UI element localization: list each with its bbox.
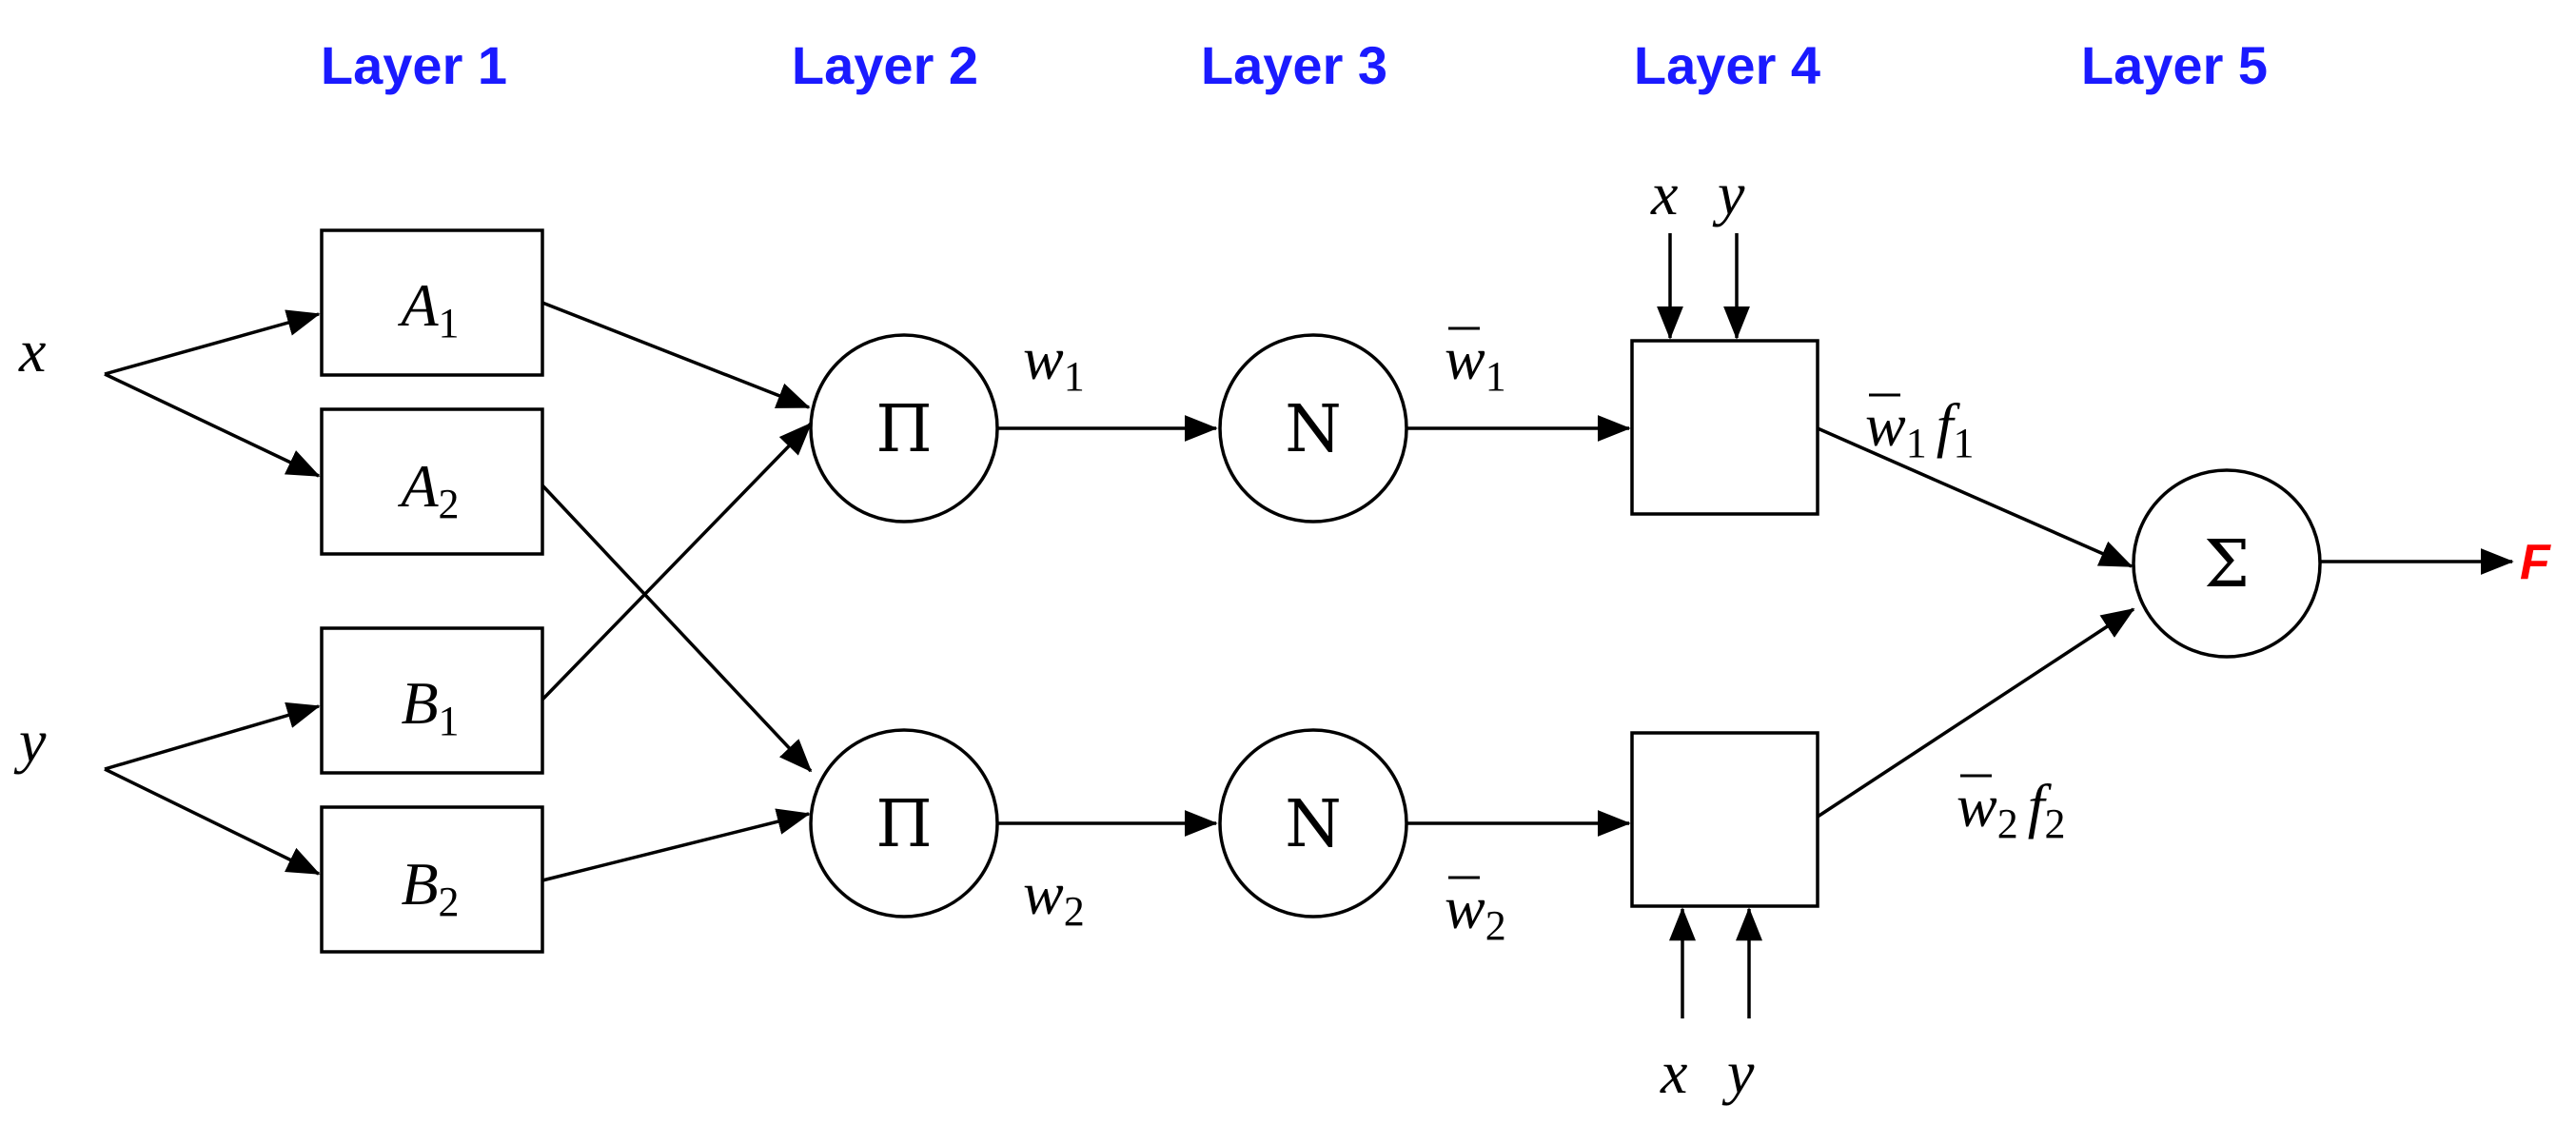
sum-node: Σ [2132, 468, 2322, 659]
membership-a2: A2 [320, 407, 544, 556]
edge-l4bottom-sum [1817, 607, 2135, 819]
membership-a1-base: A [397, 271, 439, 339]
membership-b1-label: B1 [401, 669, 459, 744]
membership-b2-base: B [401, 850, 438, 918]
consequent-top-wsub: 1 [1906, 420, 1927, 466]
weight-w2-label: w2 [1023, 859, 1085, 935]
weight-wbar2-label: w2 [1445, 874, 1506, 949]
layer-1-2-edges [541, 301, 813, 882]
product-node-1: Π [809, 333, 999, 523]
input-x-label: x [18, 317, 46, 385]
membership-b1: B1 [320, 626, 544, 775]
edge-y-b2 [104, 767, 321, 876]
sum-node-symbol: Σ [2204, 527, 2250, 603]
layer-3-nodes: N N [1218, 333, 1408, 919]
membership-a1: A1 [320, 228, 544, 377]
norm-node-2-symbol: N [1285, 787, 1342, 862]
weight-wbar2-sub: 2 [1485, 902, 1506, 949]
weight-wbar2: w2 [1445, 874, 1506, 949]
edge-l4top-sum [1817, 426, 2134, 568]
product-node-2-symbol: Π [875, 787, 932, 862]
layer-3-label: Layer 3 [1201, 35, 1387, 95]
membership-a1-box [320, 228, 544, 377]
weight-wbar1-sub: 1 [1485, 353, 1506, 400]
layer-4-top-x-label: x [1650, 160, 1678, 227]
membership-b2: B2 [320, 805, 544, 954]
product-node-1-symbol: Π [875, 392, 932, 467]
membership-b1-sub: 1 [439, 698, 460, 744]
layer-labels: Layer 1 Layer 2 Layer 3 Layer 4 Layer 5 [321, 35, 2268, 95]
layer-4-bottom-x-label: x [1660, 1038, 1687, 1106]
layer-4-top-y-label: y [1712, 160, 1745, 227]
layer-2-nodes: Π Π [809, 333, 999, 919]
membership-a1-sub: 1 [439, 300, 460, 346]
membership-a2-base: A [397, 452, 439, 520]
edge-x-a1 [104, 309, 321, 376]
membership-a2-box [320, 407, 544, 556]
membership-a2-label: A2 [397, 452, 459, 527]
weight-w1-label: w1 [1023, 325, 1085, 400]
weight-wbar1-base: w [1445, 325, 1485, 392]
edge-b2-pi2 [541, 808, 811, 882]
layer-4-label: Layer 4 [1634, 35, 1820, 95]
layer-4-top-inputs: x y [1650, 160, 1750, 340]
layer-4-bottom-box [1630, 731, 1819, 908]
norm-node-1: N [1218, 333, 1408, 523]
consequent-top-fsub: 1 [1953, 420, 1974, 466]
layer-2-label: Layer 2 [792, 35, 978, 95]
output-label: F [2520, 535, 2551, 590]
weight-wbar1-label: w1 [1445, 325, 1506, 400]
edge-x-a2 [104, 372, 321, 478]
input-edges [104, 309, 321, 876]
norm-node-2: N [1218, 728, 1408, 919]
weight-w2-sub: 2 [1064, 888, 1085, 935]
edge-a2-pi2 [541, 484, 813, 773]
norm-node-1-symbol: N [1285, 392, 1342, 467]
edge-b1-pi1 [541, 422, 813, 701]
consequent-bottom-w: w [1957, 772, 1997, 840]
membership-b1-box [320, 626, 544, 775]
consequent-top-w: w [1865, 391, 1906, 459]
weight-w1-sub: 1 [1064, 353, 1085, 400]
sum-node-circle [2132, 468, 2322, 659]
layer-4-top-box [1630, 339, 1819, 516]
weight-w1-base: w [1023, 325, 1064, 392]
consequent-bottom-wsub: 2 [1997, 800, 2018, 847]
input-y-label: y [13, 707, 47, 775]
layer-1-label: Layer 1 [321, 35, 507, 95]
layer-5-label: Layer 5 [2081, 35, 2268, 95]
membership-a1-label: A1 [397, 271, 459, 346]
edge-a1-pi1 [541, 301, 811, 409]
weight-wbar2-base: w [1445, 874, 1485, 941]
membership-b2-sub: 2 [439, 879, 460, 925]
product-node-2: Π [809, 728, 999, 919]
weight-w2-base: w [1023, 859, 1064, 927]
membership-a2-sub: 2 [439, 481, 460, 527]
consequent-bottom-fsub: 2 [2044, 800, 2065, 847]
membership-b2-label: B2 [401, 850, 459, 925]
edge-y-b1 [104, 701, 321, 771]
membership-b1-base: B [401, 669, 438, 737]
layer-4-bottom-inputs: x y [1660, 907, 1762, 1106]
layer-1-nodes: A1 A2 B1 B2 [320, 228, 544, 954]
weight-wbar1: w1 [1445, 325, 1506, 400]
layer-4-bottom-y-label: y [1721, 1038, 1755, 1106]
